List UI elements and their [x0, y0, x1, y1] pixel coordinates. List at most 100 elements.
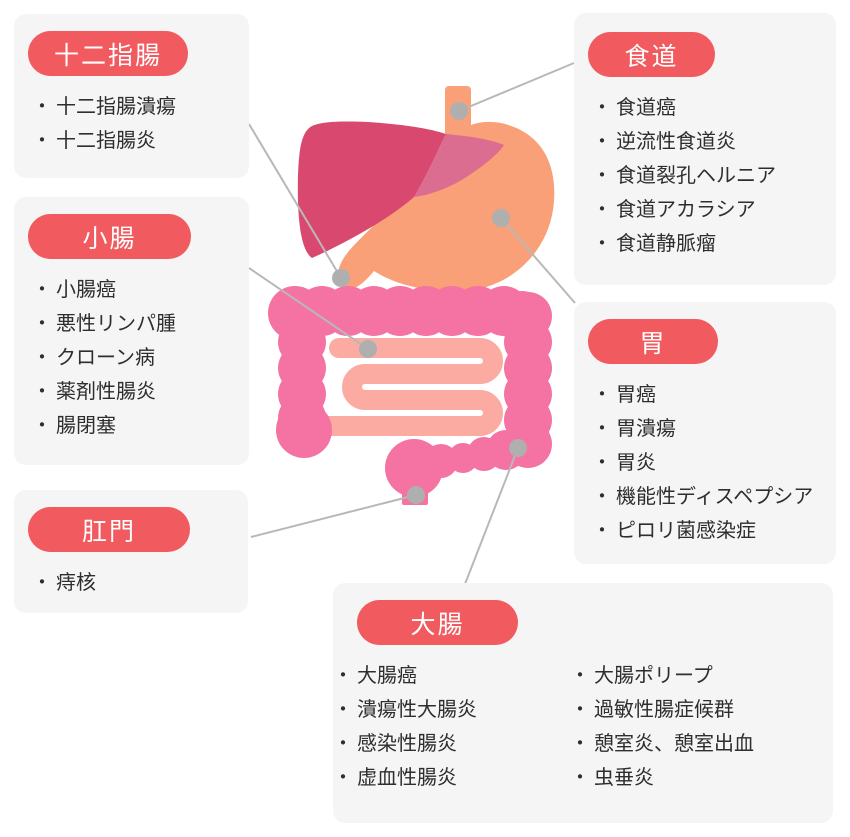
bullet: ・ [592, 129, 612, 153]
disease-label: 薬剤性腸炎 [56, 379, 156, 403]
marker-dots [332, 102, 527, 504]
bullet: ・ [592, 95, 612, 119]
disease-label: 痔核 [56, 570, 96, 594]
connector-anus [250, 494, 417, 538]
bullet: ・ [32, 345, 52, 369]
connector-small-intestine [248, 267, 369, 350]
disease-item: ・ピロリ菌感染症 [592, 513, 828, 547]
connector-stomach [500, 217, 576, 304]
dot-duodenum [332, 269, 350, 287]
dot-esophagus [450, 102, 468, 120]
bullet: ・ [570, 697, 590, 721]
colon-disease-list-left: ・大腸癌 ・潰瘍性大腸炎 ・感染性腸炎 ・虚血性腸炎 [333, 656, 570, 794]
panel-colon: 大腸 ・大腸癌 ・潰瘍性大腸炎 ・感染性腸炎 ・虚血性腸炎 ・大腸ポリープ ・過… [333, 583, 833, 823]
pill-stomach-label: 胃 [639, 328, 667, 358]
disease-item: ・食道静脈瘤 [592, 226, 828, 260]
disease-item: ・薬剤性腸炎 [32, 374, 241, 408]
panel-stomach: 胃 ・胃癌 ・胃潰瘍 ・胃炎 ・機能性ディスペプシア ・ピロリ菌感染症 [574, 302, 836, 564]
colon-disease-list-right: ・大腸ポリープ ・過敏性腸症候群 ・憩室炎、憩室出血 ・虫垂炎 [570, 656, 833, 794]
bullet: ・ [333, 765, 353, 789]
bullet: ・ [592, 382, 612, 406]
bullet: ・ [32, 128, 52, 152]
dot-stomach [492, 209, 510, 227]
disease-item: ・痔核 [32, 565, 240, 599]
bullet: ・ [32, 379, 52, 403]
pill-duodenum: 十二指腸 [28, 31, 188, 76]
connector-lines [248, 62, 576, 585]
panel-esophagus: 食道 ・食道癌 ・逆流性食道炎 ・食道裂孔ヘルニア ・食道アカラシア ・食道静脈… [574, 13, 836, 285]
disease-item: ・悪性リンパ腫 [32, 306, 241, 340]
disease-label: 食道裂孔ヘルニア [616, 163, 776, 187]
connector-esophagus [458, 62, 575, 112]
disease-label: 胃潰瘍 [616, 416, 676, 440]
disease-item: ・クローン病 [32, 340, 241, 374]
disease-label: 虚血性腸炎 [357, 765, 457, 789]
bullet: ・ [592, 231, 612, 255]
disease-item: ・十二指腸炎 [32, 123, 241, 157]
bullet: ・ [592, 450, 612, 474]
disease-label: 機能性ディスペプシア [616, 484, 814, 508]
disease-label: 小腸癌 [56, 277, 116, 301]
disease-item: ・感染性腸炎 [333, 726, 562, 760]
disease-item: ・逆流性食道炎 [592, 124, 828, 158]
disease-label: ピロリ菌感染症 [616, 518, 756, 542]
disease-label: 大腸癌 [357, 663, 417, 687]
connector-duodenum [248, 123, 342, 279]
disease-item: ・大腸癌 [333, 658, 562, 692]
disease-item: ・胃潰瘍 [592, 411, 828, 445]
stomach-shape [338, 121, 555, 292]
bullet: ・ [333, 663, 353, 687]
disease-label: 食道癌 [616, 95, 676, 119]
disease-label: 潰瘍性大腸炎 [357, 697, 477, 721]
disease-item: ・潰瘍性大腸炎 [333, 692, 562, 726]
pill-colon: 大腸 [357, 600, 518, 645]
disease-label: 胃癌 [616, 382, 656, 406]
pill-stomach: 胃 [588, 319, 718, 364]
anus-disease-list: ・痔核 [14, 563, 248, 599]
pill-esophagus: 食道 [588, 32, 715, 77]
pill-small-intestine: 小腸 [28, 214, 191, 259]
disease-item: ・胃炎 [592, 445, 828, 479]
bullet: ・ [32, 311, 52, 335]
disease-label: 十二指腸潰瘍 [56, 94, 176, 118]
bullet: ・ [592, 197, 612, 221]
bullet: ・ [592, 416, 612, 440]
disease-label: 胃炎 [616, 450, 656, 474]
panel-anus: 肛門 ・痔核 [14, 490, 248, 613]
disease-item: ・小腸癌 [32, 272, 241, 306]
colon-disease-columns: ・大腸癌 ・潰瘍性大腸炎 ・感染性腸炎 ・虚血性腸炎 ・大腸ポリープ ・過敏性腸… [333, 656, 833, 794]
disease-label: クローン病 [56, 345, 155, 369]
dot-colon [509, 439, 527, 457]
liver-shape [297, 121, 446, 259]
stomach-disease-list: ・胃癌 ・胃潰瘍 ・胃炎 ・機能性ディスペプシア ・ピロリ菌感染症 [574, 375, 836, 547]
pill-anus: 肛門 [28, 507, 190, 552]
pill-duodenum-label: 十二指腸 [53, 40, 162, 70]
panel-duodenum: 十二指腸 ・十二指腸潰瘍 ・十二指腸炎 [14, 14, 249, 178]
liver-overlap-shape [414, 134, 504, 197]
bullet: ・ [333, 731, 353, 755]
disease-label: 腸閉塞 [56, 413, 116, 437]
disease-item: ・腸閉塞 [32, 408, 241, 442]
bullet: ・ [592, 484, 612, 508]
dot-anus [407, 486, 425, 504]
disease-item: ・機能性ディスペプシア [592, 479, 828, 513]
bullet: ・ [32, 94, 52, 118]
disease-item: ・虚血性腸炎 [333, 760, 562, 794]
small-intestine-disease-list: ・小腸癌 ・悪性リンパ腫 ・クローン病 ・薬剤性腸炎 ・腸閉塞 [14, 270, 249, 442]
bullet: ・ [570, 731, 590, 755]
dot-small-intestine [359, 340, 377, 358]
pill-anus-label: 肛門 [81, 516, 136, 546]
disease-item: ・憩室炎、憩室出血 [570, 726, 825, 760]
bullet: ・ [333, 697, 353, 721]
large-intestine-shape [268, 286, 552, 505]
pill-esophagus-label: 食道 [624, 41, 679, 71]
disease-label: 食道静脈瘤 [616, 231, 716, 255]
small-intestine-shape [316, 338, 503, 436]
pill-small-intestine-label: 小腸 [82, 223, 137, 253]
disease-label: 逆流性食道炎 [616, 129, 736, 153]
disease-item: ・十二指腸潰瘍 [32, 89, 241, 123]
disease-item: ・食道癌 [592, 90, 828, 124]
disease-item: ・大腸ポリープ [570, 658, 825, 692]
bullet: ・ [592, 163, 612, 187]
